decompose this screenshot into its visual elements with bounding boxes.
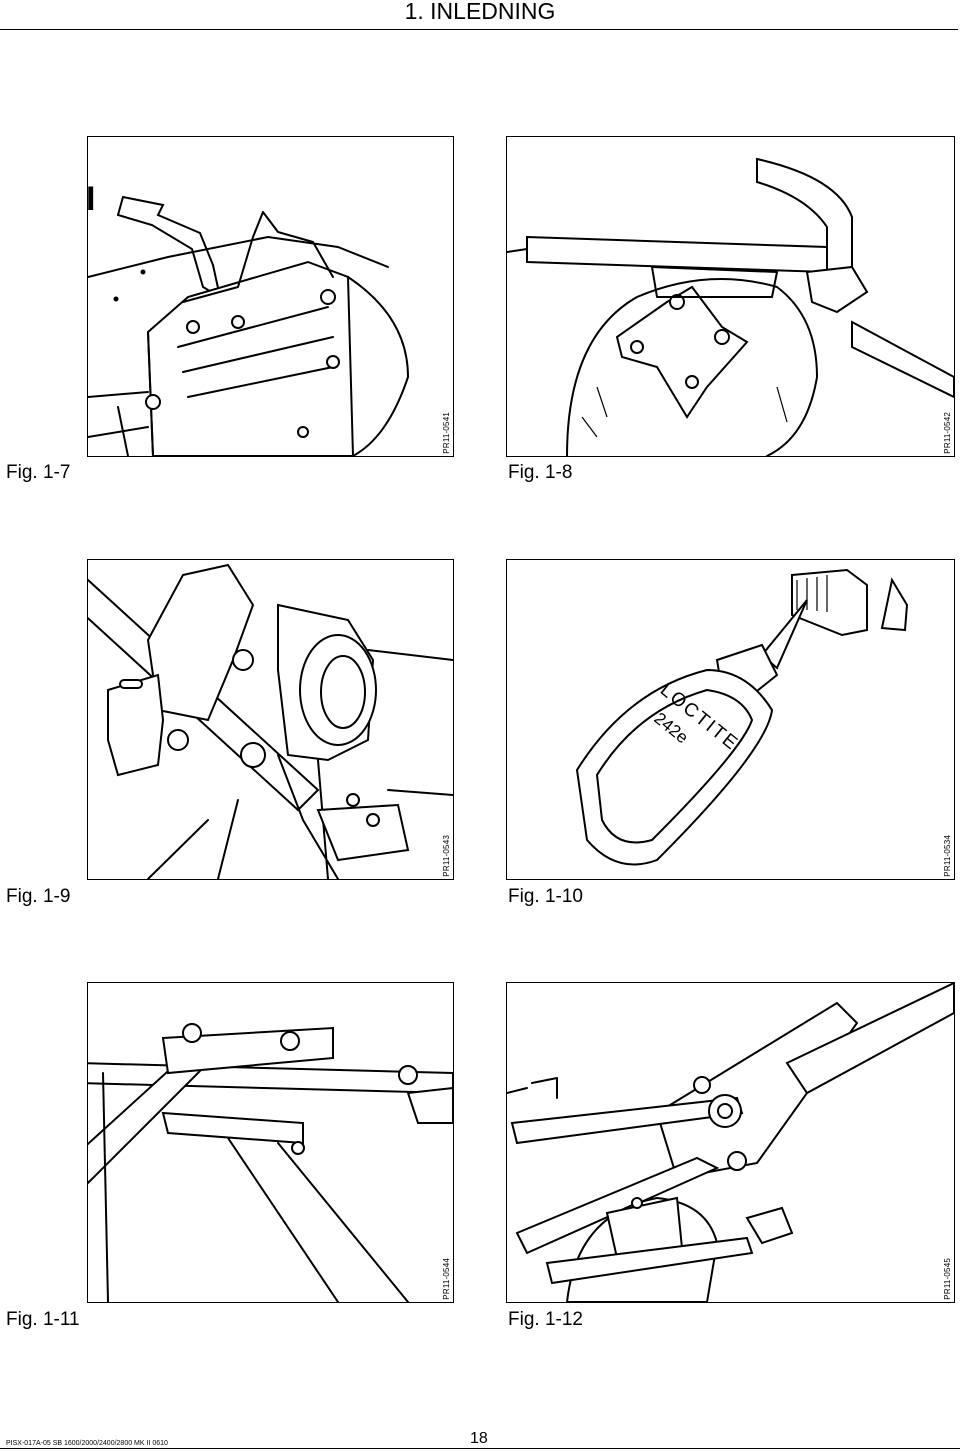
figure-1-10-illustration: LOCTITE 242e (575, 568, 909, 866)
figure-code: PR11-0534 (943, 835, 952, 877)
figure-1-9-illustration (88, 563, 453, 879)
figure-1-9: PR11-0543 (87, 559, 454, 880)
figure-code: PR11-0541 (442, 412, 451, 454)
figure-code: PR11-0544 (442, 1258, 451, 1300)
figure-caption: Fig. 1-10 (508, 886, 583, 907)
figure-caption: Fig. 1-11 (6, 1309, 80, 1330)
figure-caption: Fig. 1-12 (508, 1309, 583, 1330)
figure-1-8: PR11-0542 (506, 136, 955, 457)
figure-code: PR11-0542 (943, 412, 952, 454)
header-rule (0, 29, 958, 30)
figure-1-11: PR11-0544 (87, 982, 454, 1303)
figure-1-10: LOCTITE 242e PR11-0534 (506, 559, 955, 880)
figure-1-11-illustration (88, 1023, 453, 1302)
figure-caption: Fig. 1-7 (6, 462, 71, 483)
figure-1-12: PR11-0545 (506, 982, 955, 1303)
figure-code: PR11-0545 (943, 1258, 952, 1300)
figure-code: PR11-0543 (442, 835, 451, 877)
figure-1-7: I PR11-0541 (87, 136, 454, 457)
figure-caption: Fig. 1-8 (508, 462, 573, 483)
document-id: PISX-017A-05 SB 1600/2000/2400/2800 MK I… (6, 1440, 168, 1447)
footer-rule (0, 1448, 960, 1449)
figure-marker-i: I (88, 180, 95, 218)
page-number: 18 (470, 1430, 488, 1447)
figure-1-7-illustration: I (88, 180, 409, 456)
figure-1-12-illustration (507, 983, 954, 1302)
figure-caption: Fig. 1-9 (6, 886, 71, 907)
page-title: 1. INLEDNING (404, 0, 556, 24)
figure-1-8-illustration (507, 157, 954, 456)
